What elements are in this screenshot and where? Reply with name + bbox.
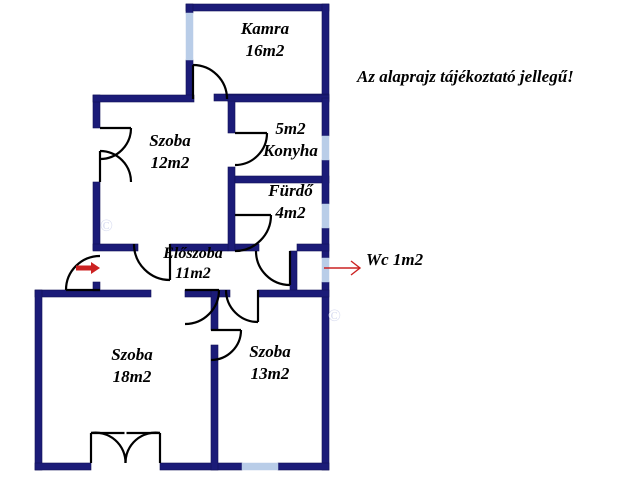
wall-right-wall-seg4 — [321, 281, 330, 471]
wall-right-wall-seg3 — [321, 227, 330, 259]
wall-eloszoba-top-left — [92, 243, 139, 252]
wall-furdo-bottom-left — [234, 243, 260, 252]
wall-konyha-furdo-divider — [234, 175, 330, 184]
door-szoba13-door — [224, 289, 260, 324]
wall-kamra-right — [321, 3, 330, 99]
door-szoba18-door — [184, 288, 221, 326]
wall-center-vert-lower — [227, 166, 236, 252]
door-terrace-double-door — [89, 431, 162, 464]
wall-right-wall-seg1 — [321, 97, 330, 137]
wall-lower-left-wall — [34, 289, 43, 471]
door-arc-furdo-door — [234, 214, 273, 253]
door-arc-szoba13-door — [224, 289, 259, 324]
door-szoba12-door-b — [98, 149, 133, 183]
wall-kamra-top — [185, 3, 330, 12]
door-szoba12-door-a — [99, 126, 133, 161]
wall-furdo-bottom-right — [296, 243, 330, 252]
door-arc-szoba12-door-b — [99, 149, 133, 183]
window-group — [185, 12, 330, 471]
wall-eloszoba-top-mid — [169, 243, 229, 252]
wc-callout-label: Wc 1m2 — [366, 249, 423, 271]
double-door-left-arc — [90, 431, 127, 464]
disclaimer-note: Az alaprajz tájékoztató jellegű! — [357, 67, 574, 86]
door-arc-eloszoba-door — [132, 243, 171, 282]
window-right-window-low — [321, 257, 330, 283]
wall-szoba12-top — [92, 94, 195, 103]
window-bottom-window — [241, 462, 279, 471]
door-arc-kamra-door — [192, 63, 229, 100]
door-arc-szoba12-door-a — [99, 127, 133, 161]
wall-lower-bottom-right — [277, 462, 330, 471]
door-arc-szoba-divider-door — [210, 329, 243, 362]
wc-arrow — [324, 260, 362, 276]
door-arc-konyha-door — [234, 132, 269, 167]
door-group — [64, 63, 292, 464]
wall-lower-bottom-mid — [159, 462, 243, 471]
wall-lower-top-right — [257, 289, 330, 298]
wall-szoba12-top-right — [227, 94, 330, 103]
window-right-window-mid — [321, 203, 330, 229]
door-arc-szoba18-door — [184, 289, 221, 326]
arrow-group — [76, 260, 362, 276]
door-konyha-door — [234, 131, 269, 167]
wall-right-wall-seg2 — [321, 159, 330, 205]
wc-name: Wc — [366, 250, 389, 269]
wall-center-vert-upper — [227, 100, 236, 134]
wall-upper-left-wall-mid — [92, 181, 101, 251]
window-right-window-top — [321, 135, 330, 161]
wall-lower-bottom-left — [34, 462, 92, 471]
wall-kamra-left-upper — [185, 3, 194, 14]
door-wc-door — [254, 250, 292, 287]
window-kamra-left-window — [185, 12, 194, 61]
door-arc-wc-door — [254, 250, 291, 287]
door-furdo-door — [234, 213, 273, 253]
wc-area: 1m2 — [392, 250, 424, 269]
entrance-arrow — [76, 262, 100, 274]
wall-szoba-divider-lower — [210, 344, 219, 471]
entrance-arrow-head — [91, 262, 100, 274]
wall-group — [34, 3, 330, 471]
door-eloszoba-door — [132, 243, 172, 282]
wc-arrow-head — [350, 260, 362, 276]
door-kamra-door — [191, 63, 229, 100]
door-szoba-divider-door — [210, 328, 243, 362]
double-door-right-arc — [124, 431, 161, 464]
